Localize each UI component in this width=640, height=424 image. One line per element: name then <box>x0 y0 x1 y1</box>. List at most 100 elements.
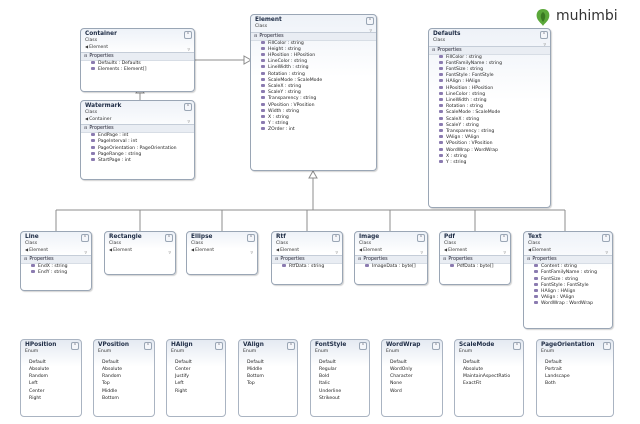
filter-funnel-icon[interactable]: ▿ <box>84 250 87 256</box>
class-line[interactable]: Line Class ◀Element ⌃ ▿ ⊟Properties EndX… <box>20 231 92 291</box>
property-icon <box>534 264 538 268</box>
collapse-icon[interactable]: ⊟ <box>84 53 88 59</box>
class-pdf[interactable]: Pdf Class ◀Element ⌃ ▿ ⊟Properties PdfDa… <box>439 231 511 285</box>
class-container[interactable]: Container Class ◀Element ⌃ ▿ ⊟Properties… <box>80 28 195 92</box>
class-rtf[interactable]: Rtf Class ◀Element ⌃ ▿ ⊟Properties RtfDa… <box>271 231 343 285</box>
property-icon <box>534 270 538 274</box>
expand-chevron-icon[interactable]: ⌃ <box>540 31 548 39</box>
expand-chevron-icon[interactable]: ⌃ <box>215 342 223 350</box>
property: ZOrder : int <box>268 127 295 133</box>
expand-chevron-icon[interactable]: ⌃ <box>287 342 295 350</box>
expand-chevron-icon[interactable]: ⌃ <box>417 234 425 242</box>
filter-funnel-icon[interactable]: ▿ <box>605 250 608 256</box>
collapse-icon[interactable]: ⊟ <box>275 256 279 262</box>
property-icon <box>91 133 95 137</box>
property: X : string <box>268 115 289 121</box>
filter-funnel-icon[interactable]: ▿ <box>543 42 546 48</box>
property-icon <box>91 145 95 149</box>
class-watermark[interactable]: Watermark Class ◀Container ⌃ ▿ ⊟Properti… <box>80 100 195 180</box>
filter-funnel-icon[interactable]: ▿ <box>503 250 506 256</box>
property: Rotation : string <box>446 104 483 110</box>
property: VAlign : VAlign <box>541 295 575 301</box>
class-stereotype: Class <box>359 241 372 246</box>
properties-section[interactable]: ⊟Properties <box>429 45 550 55</box>
container-inherit-arrowhead <box>243 55 253 65</box>
expand-chevron-icon[interactable]: ⌃ <box>602 234 610 242</box>
collapse-icon[interactable]: ⊟ <box>432 46 436 52</box>
inherit-arrow-icon: ◀ <box>444 246 448 252</box>
filter-funnel-icon[interactable]: ▿ <box>168 250 171 256</box>
class-element[interactable]: Element Class ⌃ ▿ ⊟Properties FillColor … <box>250 14 377 171</box>
collapse-icon[interactable]: ⊟ <box>358 256 362 262</box>
collapse-icon[interactable]: ⊟ <box>443 256 447 262</box>
expand-chevron-icon[interactable]: ⌃ <box>71 342 79 350</box>
class-ellipse[interactable]: Ellipse Class ◀Element ⌃ ▿ <box>186 231 258 275</box>
property-icon <box>439 122 443 126</box>
expand-chevron-icon[interactable]: ⌃ <box>184 31 192 39</box>
class-name: Ellipse <box>191 234 213 240</box>
expand-chevron-icon[interactable]: ⌃ <box>500 234 508 242</box>
properties-section[interactable]: ⊟Properties <box>21 255 91 265</box>
property: Height : string <box>268 46 301 52</box>
class-base: ◀Element <box>444 246 468 253</box>
enum-value: Both <box>545 381 556 387</box>
enum-value: Word <box>390 388 402 394</box>
expand-chevron-icon[interactable]: ⌃ <box>359 342 367 350</box>
expand-chevron-icon[interactable]: ⌃ <box>603 342 611 350</box>
properties-section[interactable]: ⊟Properties <box>251 31 376 41</box>
property-icon <box>439 67 443 70</box>
expand-chevron-icon[interactable]: ⌃ <box>144 342 152 350</box>
collapse-icon[interactable]: ⊟ <box>254 32 258 38</box>
expand-chevron-icon[interactable]: ⌃ <box>513 342 521 350</box>
enum-value: Default <box>319 359 336 365</box>
expand-chevron-icon[interactable]: ⌃ <box>165 234 173 242</box>
properties-section[interactable]: ⊟Properties <box>524 255 612 265</box>
enum-name: VPosition <box>98 342 130 348</box>
filter-funnel-icon[interactable]: ▿ <box>187 47 190 53</box>
class-defaults[interactable]: Defaults Class ⌃ ▿ ⊟Properties FillColor… <box>428 28 551 208</box>
class-text[interactable]: Text Class ◀Element ⌃ ▿ ⊟Properties Cont… <box>523 231 613 329</box>
property-icon <box>91 67 95 71</box>
class-rectangle[interactable]: Rectangle Class ◀Element ⌃ ▿ <box>104 231 176 275</box>
properties-section[interactable]: ⊟Properties <box>272 255 342 265</box>
property: WordWrap : WordWrap <box>446 147 498 153</box>
property: FontStyle : FontStyle <box>541 282 589 288</box>
collapse-icon[interactable]: ⊟ <box>84 125 88 131</box>
class-name: Line <box>25 234 39 240</box>
property: Y : string <box>446 160 467 166</box>
properties-section[interactable]: ⊟Properties <box>355 255 427 265</box>
enum-value: Absolute <box>29 366 50 372</box>
expand-chevron-icon[interactable]: ⌃ <box>247 234 255 242</box>
enum-value: Justify <box>175 374 189 380</box>
collapse-icon[interactable]: ⊟ <box>527 256 531 262</box>
class-name: Rtf <box>276 234 286 240</box>
filter-funnel-icon[interactable]: ▿ <box>250 250 253 256</box>
class-name: Text <box>528 234 542 240</box>
properties-section[interactable]: ⊟Properties <box>440 255 510 265</box>
property-icon <box>534 289 538 292</box>
expand-chevron-icon[interactable]: ⌃ <box>184 103 192 111</box>
expand-chevron-icon[interactable]: ⌃ <box>332 234 340 242</box>
property-icon <box>534 301 538 305</box>
enum-value: Middle <box>247 366 263 372</box>
property-icon <box>439 104 443 108</box>
class-image[interactable]: Image Class ◀Element ⌃ ▿ ⊟Properties Ima… <box>354 231 428 285</box>
properties-section[interactable]: ⊟Properties <box>81 124 194 134</box>
filter-funnel-icon[interactable]: ▿ <box>187 119 190 125</box>
filter-funnel-icon[interactable]: ▿ <box>420 250 423 256</box>
expand-chevron-icon[interactable]: ⌃ <box>366 17 374 25</box>
filter-funnel-icon[interactable]: ▿ <box>369 28 372 34</box>
collapse-icon[interactable]: ⊟ <box>24 256 28 262</box>
filter-funnel-icon[interactable]: ▿ <box>335 250 338 256</box>
expand-chevron-icon[interactable]: ⌃ <box>81 234 89 242</box>
properties-section[interactable]: ⊟Properties <box>81 52 194 62</box>
expand-chevron-icon[interactable]: ⌃ <box>432 342 440 350</box>
